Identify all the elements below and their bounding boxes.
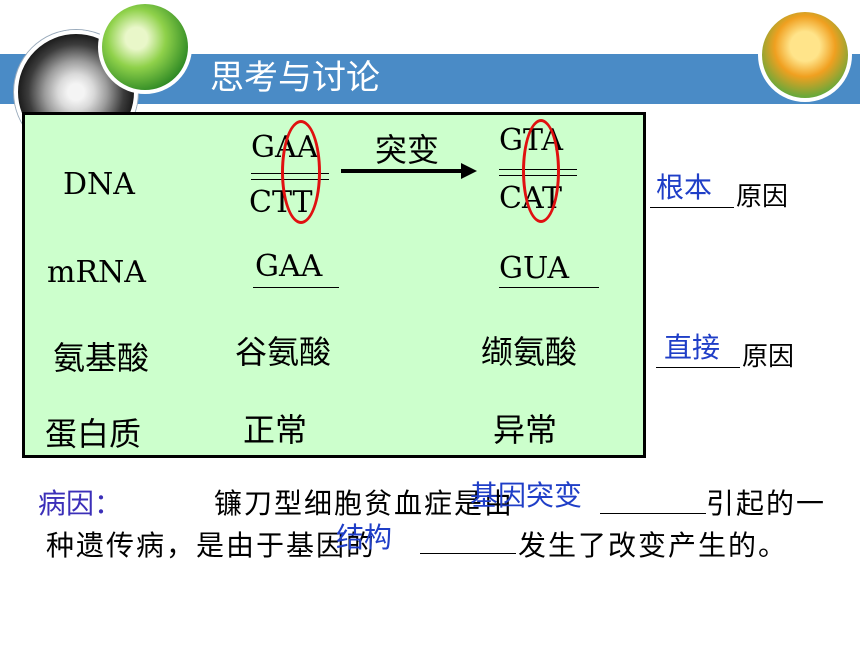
mutation-table: DNA mRNA 氨基酸 蛋白质 GAA CTT 突变 GTA CAT GAA … [22,112,646,458]
mutation-highlight-oval [281,120,321,224]
direct-cause-answer: 直接 [664,331,721,364]
question-line-2-end: 发生了改变产生的。 [518,529,789,562]
root-cause-answer: 根本 [656,171,713,204]
answer-blank-line [656,367,740,368]
arrow-label: 突变 [375,131,440,169]
question-line-1: 镰刀型细胞贫血症是由 [214,487,515,520]
mrna-underline [499,287,599,288]
normal-amino-acid: 谷氨酸 [235,333,332,371]
row-label-dna: DNA [63,167,135,202]
row-label-mrna: mRNA [47,255,146,290]
row-label-protein: 蛋白质 [45,415,142,453]
cause-label: 病因： [38,487,123,520]
question-line-2: 种遗传病，是由于基因的 [46,529,377,562]
mutant-protein: 异常 [493,411,558,449]
gene-mutation-answer: 基因突变 [470,479,583,512]
answer-blank-line [650,207,734,208]
flower-photo [758,8,852,102]
row-label-amino-acid: 氨基酸 [53,339,150,377]
mutant-amino-acid: 缬氨酸 [481,333,578,371]
normal-protein: 正常 [243,411,308,449]
answer-blank-line [600,513,706,514]
slide-title: 思考与讨论 [210,58,380,98]
mutation-arrow-icon [341,163,477,179]
normal-mrna: GAA [255,249,323,284]
root-cause-suffix: 原因 [736,182,789,212]
question-line-1-end: 引起的一 [706,487,827,520]
mutant-mrna: GUA [499,251,569,286]
mutation-highlight-oval [522,119,560,223]
mrna-underline [253,287,339,288]
structure-answer: 结构 [336,521,393,554]
answer-blank-line [420,553,516,554]
leaf-photo [98,0,192,94]
direct-cause-suffix: 原因 [742,342,795,372]
